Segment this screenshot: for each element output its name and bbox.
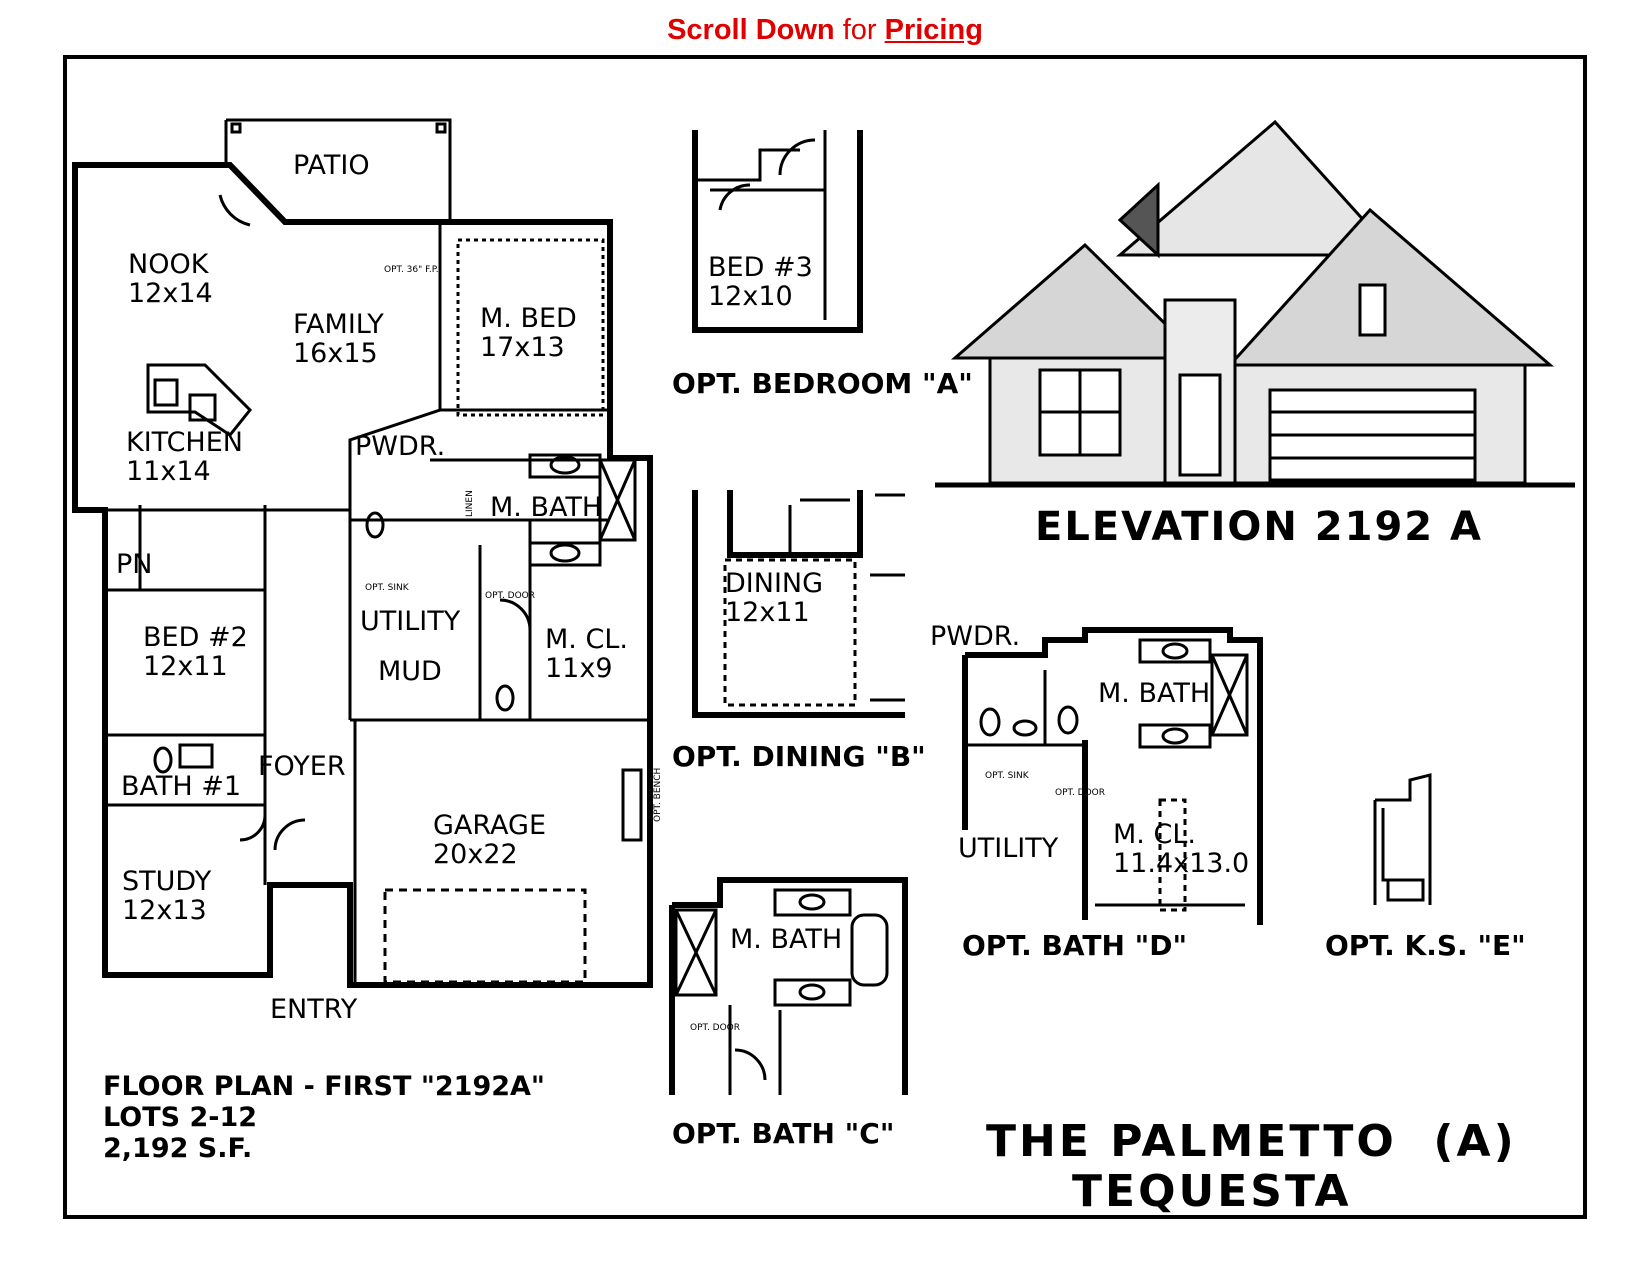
room-entry: ENTRY [270,994,358,1025]
room-garage: GARAGE [433,810,546,841]
title-block: THE PALMETTO (A) TEQUESTA [970,1117,1570,1217]
opt-bedroom-a-drawing [692,130,863,333]
opt-d-m-cl: M. CL. [1113,819,1196,850]
room-study-dim: 12x13 [122,895,207,926]
elevation-drawing [935,119,1575,488]
opt-c-room: M. BATH [730,924,842,955]
opt-bench-note: OPT. BENCH [653,768,663,822]
caption-opt-bath-c: OPT. BATH "C" [672,1117,894,1150]
banner-for-text: for [842,14,877,46]
room-bath1: BATH #1 [121,771,241,802]
opt-bath-c-drawing [669,877,908,1095]
room-m-bath: M. BATH [490,492,602,523]
opt-d-pwdr: PWDR. [930,621,1020,652]
room-study: STUDY [122,866,212,897]
opt-a-dim: 12x10 [708,281,793,312]
community-name: TEQUESTA [1072,1166,1352,1217]
room-bed2-dim: 12x11 [143,651,228,682]
room-pwdr: PWDR. [355,431,445,462]
opt-d-door-note: OPT. DOOR [1055,788,1105,798]
opt-fp-note: OPT. 36" F.P. [384,265,439,275]
opt-d-utility: UTILITY [958,833,1059,864]
room-m-cl-dim: 11x9 [545,653,613,684]
floor-plan-note: FLOOR PLAN - FIRST "2192A" LOTS 2-12 2,1… [103,1071,545,1164]
linen-note: LINEN [465,490,475,517]
opt-b-dim: 12x11 [725,597,810,628]
drawing-frame [63,55,1587,1219]
room-kitchen-dim: 11x14 [126,456,211,487]
opt-d-m-cl-dim: 11.4x13.0 [1113,848,1249,879]
opt-dining-b-drawing [692,490,905,718]
caption-opt-ks-e: OPT. K.S. "E" [1325,929,1526,962]
room-pn: PN [116,549,152,580]
note-lots: LOTS 2-12 [103,1102,258,1133]
plan-name: THE PALMETTO (A) [986,1116,1517,1167]
opt-d-sink-note: OPT. SINK [985,771,1030,781]
caption-opt-bedroom-a: OPT. BEDROOM "A" [672,367,973,400]
room-m-bed-dim: 17x13 [480,332,565,363]
room-m-bed: M. BED [480,303,577,334]
room-family: FAMILY [293,309,384,340]
banner-scroll-text: Scroll Down [667,14,835,46]
room-patio: PATIO [293,150,370,181]
note-title: FLOOR PLAN - FIRST "2192A" [103,1071,545,1102]
room-foyer: FOYER [258,751,346,782]
caption-opt-dining-b: OPT. DINING "B" [672,740,926,773]
opt-bath-d-drawing [962,627,1263,925]
opt-sink-note: OPT. SINK [365,583,410,593]
caption-opt-bath-d: OPT. BATH "D" [962,929,1187,962]
room-utility: UTILITY [360,606,461,637]
opt-b-room: DINING [725,568,823,599]
room-family-dim: 16x15 [293,338,378,369]
note-sqft: 2,192 S.F. [103,1133,253,1164]
room-mud: MUD [378,656,442,687]
opt-a-room: BED #3 [708,252,813,283]
room-nook: NOOK [128,249,210,280]
pricing-link[interactable]: Pricing [884,14,983,46]
main-outer-wall [72,162,653,988]
room-m-cl: M. CL. [545,624,628,655]
room-bed2: BED #2 [143,622,248,653]
opt-d-m-bath: M. BATH [1098,678,1210,709]
room-garage-dim: 20x22 [433,839,518,870]
opt-ks-e-drawing [1373,773,1432,905]
room-kitchen: KITCHEN [126,427,243,458]
opt-c-door-note: OPT. DOOR [690,1023,740,1033]
pricing-banner: Scroll Down for Pricing [0,14,1650,47]
room-nook-dim: 12x14 [128,278,213,309]
opt-door-note: OPT. DOOR [485,591,535,601]
caption-elevation: ELEVATION 2192 A [1035,504,1483,550]
